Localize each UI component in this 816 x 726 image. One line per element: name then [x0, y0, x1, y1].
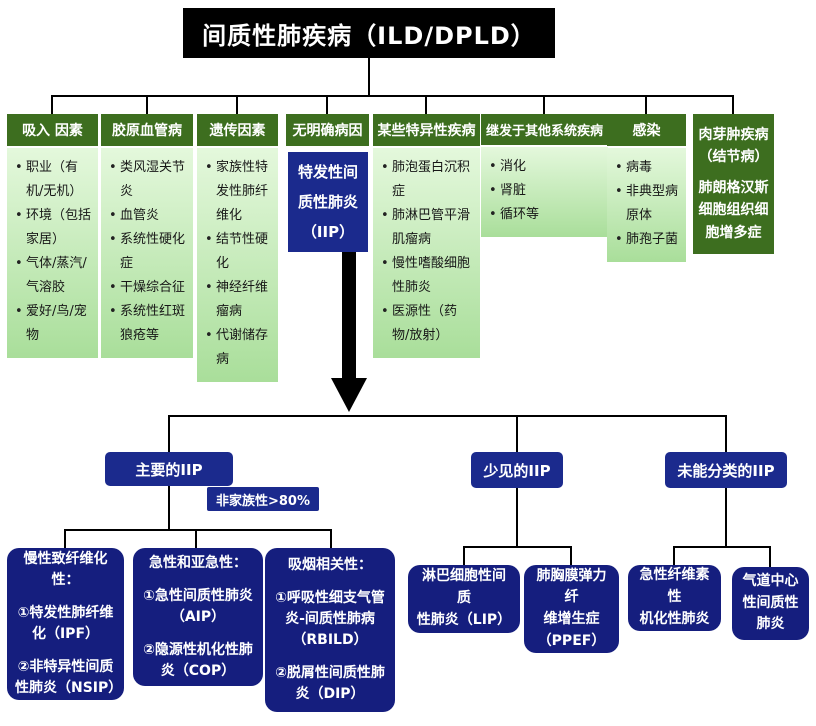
ppef-box: 肺胸膜弹力纤 维增生症 （PPEF）: [524, 565, 619, 653]
leaf-line: 性间质性: [742, 594, 799, 611]
column-header: 某些特异性疾病: [373, 114, 480, 146]
leaf-item: ②非特异性间质性肺炎（NSIP）: [15, 659, 123, 696]
leaf-line: （PPEF）: [537, 632, 606, 649]
iip-highlight-box: 特发性间质性肺炎（IIP）: [288, 152, 368, 252]
list-item: 肺淋巴管平滑肌瘤病: [379, 204, 474, 252]
unclassified-iip-box: 未能分类的IIP: [665, 452, 787, 488]
column-body: 家族性特发性肺纤维化 结节性硬化 神经纤维瘤病 代谢储存病: [197, 148, 278, 383]
airway-centered-box: 气道中心 性间质性 肺炎: [732, 567, 809, 640]
leaf-line: 急性纤维素性: [639, 567, 710, 606]
column-specific-diseases: 某些特异性疾病 肺泡蛋白沉积症 肺淋巴管平滑肌瘤病 慢性嗜酸细胞性肺炎 医源性（…: [373, 114, 480, 359]
list-item: 类风湿关节炎: [107, 156, 187, 204]
page-title: 间质性肺疾病（ILD/DPLD）: [183, 8, 555, 58]
leaf-item: ①呼吸性细支气管炎-间质性肺病（RBILD）: [275, 590, 385, 648]
list-item: 干燥综合征: [107, 276, 187, 300]
leaf-line: 气道中心: [742, 572, 799, 589]
leaf-title: 慢性致纤维化性：: [23, 551, 108, 588]
granuloma-line: （结节病）: [698, 149, 769, 166]
column-body: 消化 肾脏 循环等: [481, 147, 608, 238]
list-item: 环境（包括家居）: [13, 204, 92, 252]
leaf-title: 吸烟相关性：: [288, 557, 372, 573]
list-item: 结节性硬化: [203, 228, 272, 276]
column-header: 无明确病因: [286, 114, 369, 146]
leaf-line: 维增生症: [543, 611, 600, 627]
leaf-item: ②脱屑性间质性肺炎（DIP）: [275, 665, 385, 702]
list-item: 非典型病原体: [613, 180, 680, 228]
list-item: 代谢储存病: [203, 324, 272, 372]
granuloma-line: 肺朗格汉斯: [698, 179, 769, 196]
leaf-line: 肺炎: [756, 616, 785, 633]
list-item: 职业（有机/无机）: [13, 156, 92, 204]
column-header: 继发于其他系统疾病: [481, 114, 608, 145]
column-unknown-cause: 无明确病因: [286, 114, 369, 146]
chronic-fibrosing-box: 慢性致纤维化性： ①特发性肺纤维化（IPF） ②非特异性间质性肺炎（NSIP）: [7, 548, 124, 700]
list-item: 循环等: [487, 203, 602, 227]
list-item: 慢性嗜酸细胞性肺炎: [379, 252, 474, 300]
list-item: 肾脏: [487, 179, 602, 203]
list-item: 血管炎: [107, 204, 187, 228]
acute-subacute-box: 急性和亚急性： ①急性间质性肺炎（AIP） ②隐源性机化性肺炎（COP）: [133, 548, 263, 686]
rare-iip-box: 少见的IIP: [471, 452, 563, 488]
column-header: 遗传因素: [197, 114, 278, 146]
down-arrow: [331, 250, 367, 412]
column-genetic: 遗传因素 家族性特发性肺纤维化 结节性硬化 神经纤维瘤病 代谢储存病: [197, 114, 278, 383]
column-granulomatous: 肉芽肿疾病 （结节病） 肺朗格汉斯 细胞组织细 胞增多症: [693, 114, 774, 254]
list-item: 肺孢子菌: [613, 228, 680, 252]
list-item: 爱好/鸟/宠物: [13, 300, 92, 348]
column-infection: 感染 病毒 非典型病原体 肺孢子菌: [607, 114, 686, 263]
column-header: 吸入 因素: [7, 114, 98, 146]
column-secondary-systemic: 继发于其他系统疾病 消化 肾脏 循环等: [481, 114, 608, 238]
list-item: 系统性红斑狼疮等: [107, 300, 187, 348]
afop-box: 急性纤维素性 机化性肺炎: [628, 565, 721, 631]
list-item: 系统性硬化症: [107, 228, 187, 276]
granuloma-line: 胞增多症: [705, 224, 762, 241]
list-item: 家族性特发性肺纤维化: [203, 156, 272, 228]
column-inhalation: 吸入 因素 职业（有机/无机） 环境（包括家居） 气体/蒸汽/气溶胶 爱好/鸟/…: [7, 114, 98, 359]
granuloma-line: 肉芽肿疾病: [698, 127, 769, 143]
list-item: 气体/蒸汽/气溶胶: [13, 252, 92, 300]
column-header: 胶原血管病: [101, 114, 193, 146]
leaf-item: ①特发性肺纤维化（IPF）: [17, 605, 114, 642]
leaf-title: 急性和亚急性：: [149, 554, 247, 571]
list-item: 医源性（药物/放射）: [379, 300, 474, 348]
leaf-item: ①急性间质性肺炎（AIP）: [143, 587, 253, 625]
column-body: 病毒 非典型病原体 肺孢子菌: [607, 148, 686, 263]
column-body: 类风湿关节炎 血管炎 系统性硬化症 干燥综合征 系统性红斑狼疮等: [101, 148, 193, 359]
list-item: 病毒: [613, 156, 680, 180]
column-header: 感染: [607, 114, 686, 146]
granuloma-line: 细胞组织细: [698, 202, 769, 219]
major-iip-box: 主要的IIP: [105, 452, 233, 486]
lip-box: 淋巴细胞性间质 性肺炎（LIP）: [408, 565, 520, 633]
smoking-related-box: 吸烟相关性： ①呼吸性细支气管炎-间质性肺病（RBILD） ②脱屑性间质性肺炎（…: [265, 548, 395, 712]
list-item: 肺泡蛋白沉积症: [379, 156, 474, 204]
leaf-line: 性肺炎（LIP）: [416, 611, 512, 628]
nonfamilial-note-box: 非家族性>80%: [207, 487, 319, 511]
leaf-line: 机化性肺炎: [639, 610, 710, 627]
leaf-line: 淋巴细胞性间质: [422, 568, 506, 607]
leaf-item: ②隐源性机化性肺炎（COP）: [143, 641, 253, 679]
column-collagen-vascular: 胶原血管病 类风湿关节炎 血管炎 系统性硬化症 干燥综合征 系统性红斑狼疮等: [101, 114, 193, 359]
column-body: 职业（有机/无机） 环境（包括家居） 气体/蒸汽/气溶胶 爱好/鸟/宠物: [7, 148, 98, 359]
column-body: 肺泡蛋白沉积症 肺淋巴管平滑肌瘤病 慢性嗜酸细胞性肺炎 医源性（药物/放射）: [373, 148, 480, 359]
list-item: 神经纤维瘤病: [203, 276, 272, 324]
leaf-line: 肺胸膜弹力纤: [536, 567, 607, 606]
list-item: 消化: [487, 155, 602, 179]
